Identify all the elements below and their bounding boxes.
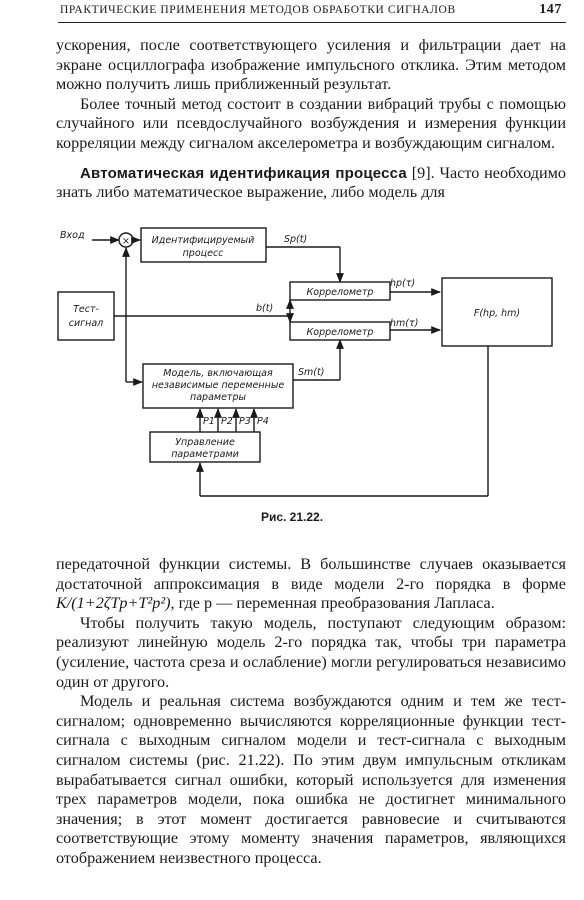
control-line2: параметрами [171,449,239,460]
figure-caption: Рис. 21.22. [260,510,324,524]
correlator2-label: Коррелометр [307,327,374,338]
param-p1: P1 [203,416,215,427]
identified-process-line2: процесс [183,248,225,259]
param-p2: P2 [221,416,233,427]
section-heading: Автоматическая идентификация процесса [80,164,407,182]
bottom-text-block: передаточной функции системы. В большинс… [56,555,566,869]
correlator1-label: Коррелометр [307,287,374,298]
model-line3: параметры [190,392,246,403]
section-ref: [9]. [411,163,435,182]
test-signal-line2: сигнал [69,318,104,329]
diagram-svg: Вход × Идентифицируемый процесс Sp(t) Ко… [57,227,553,497]
input-label: Вход [60,230,85,241]
block-diagram: Вход × Идентифицируемый процесс Sp(t) Ко… [50,216,570,516]
param-p3: P3 [239,416,251,427]
sm-label: Sm(t) [298,367,324,378]
formula: K/(1+2ζTp+T²p²), [56,594,175,613]
b-label: b(t) [256,303,273,314]
page-number: 147 [539,2,562,17]
hm-label: hm(τ) [390,318,418,329]
test-signal-line1: Тест- [73,304,99,315]
running-title: ПРАКТИЧЕСКИЕ ПРИМЕНЕНИЯ МЕТОДОВ ОБРАБОТК… [60,4,456,16]
paragraph-system: Модель и реальная система возбуждаются о… [56,692,566,867]
top-text-block: ускорения, после соответствующего усилен… [56,36,566,203]
paragraph-method: Более точный метод состоит в создании ви… [56,94,566,152]
multiplier-symbol: × [122,236,130,247]
paragraph-text-after: где p — переменная преобразования Лаплас… [178,594,495,613]
paragraph-model: Чтобы получить такую модель, поступают с… [56,613,566,691]
identified-process-line1: Идентифицируемый [152,235,255,246]
paragraph-transfer-function: передаточной функции системы. В большинс… [56,555,566,614]
paragraph-continuation: ускорения, после соответствующего усилен… [56,36,566,94]
paragraph-text-before: передаточной функции системы. В большинс… [56,555,566,593]
function-block-label: F(hp, hm) [474,308,520,319]
control-line1: Управление [175,437,235,448]
model-line1: Модель, включающая [163,368,273,379]
hp-label: hp(τ) [390,278,415,289]
section-paragraph: Автоматическая идентификация процесса [9… [56,164,566,203]
model-line2: независимые переменные [152,380,284,391]
param-p4: P4 [257,416,269,427]
section-text: Часто необходимо знать либо математическ… [56,163,567,202]
running-header: ПРАКТИЧЕСКИЕ ПРИМЕНЕНИЯ МЕТОДОВ ОБРАБОТК… [58,2,566,23]
sp-label: Sp(t) [284,234,307,245]
